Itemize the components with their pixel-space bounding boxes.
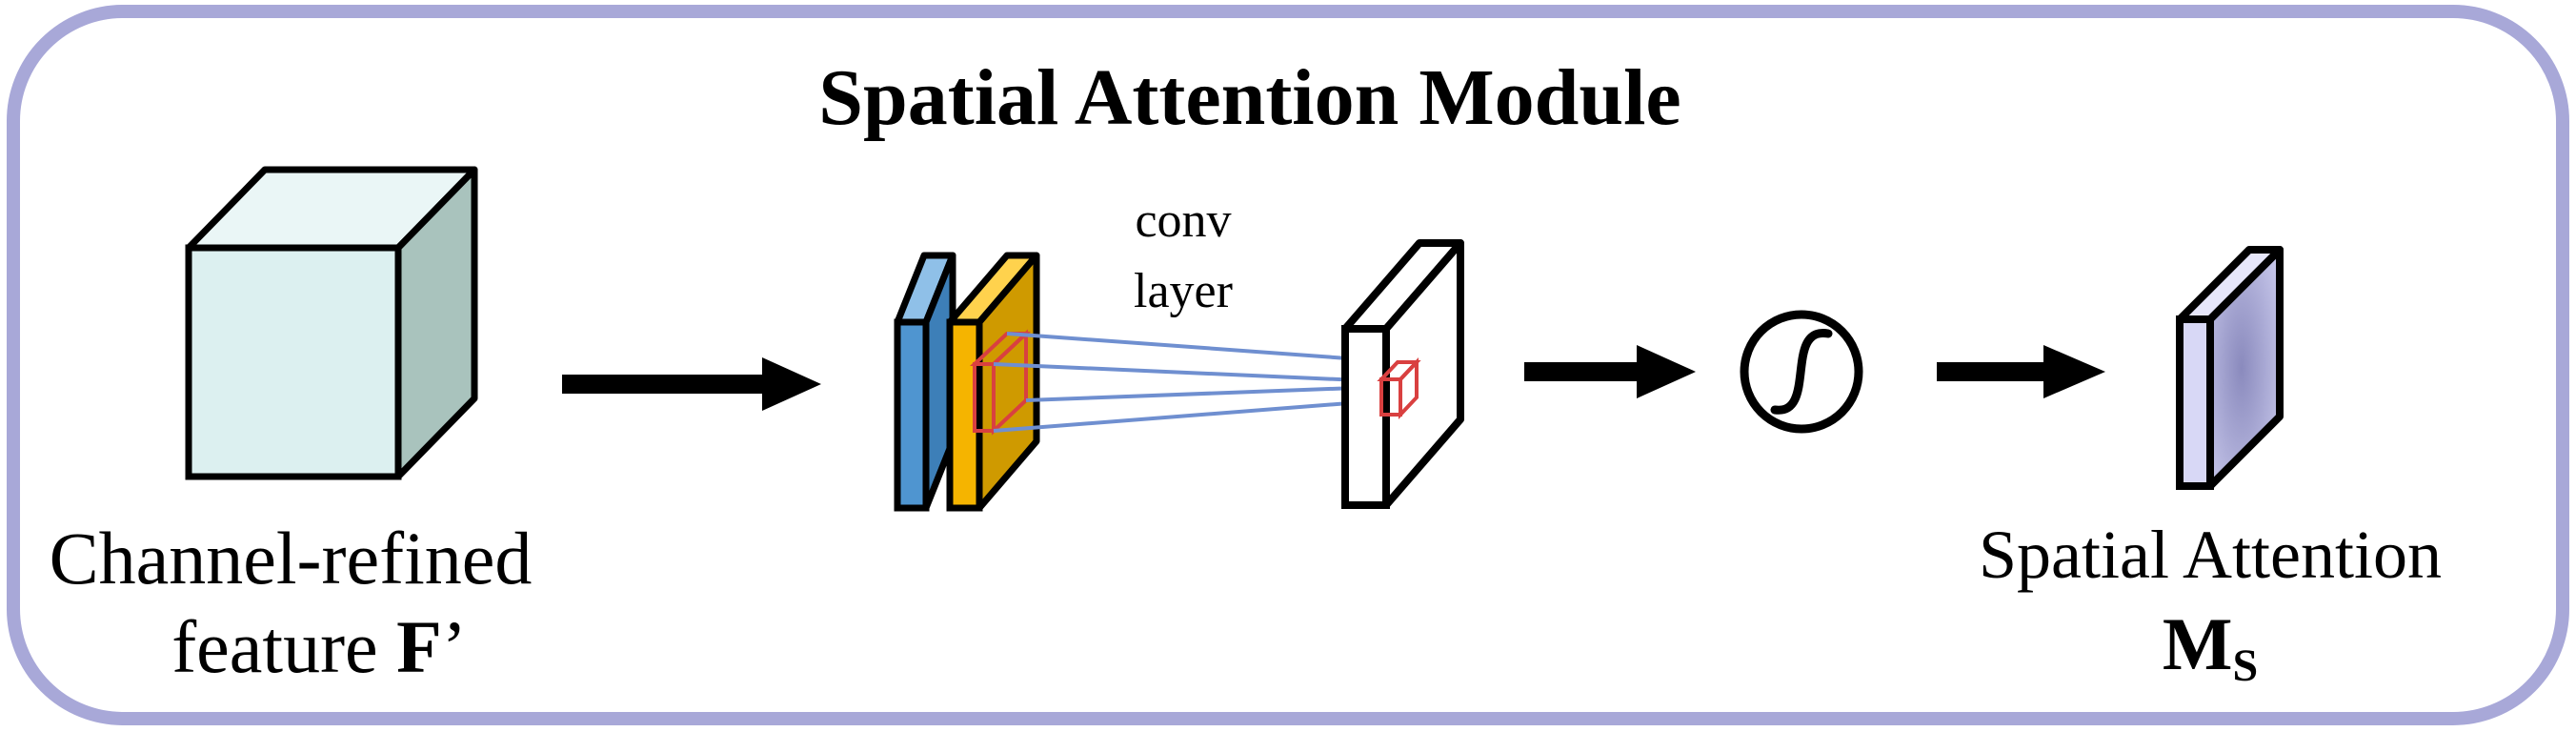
- arrow-to-pooling: [562, 357, 821, 411]
- output-label-line1: Spatial Attention: [1979, 517, 2442, 593]
- maxpool-map: [894, 252, 956, 512]
- conv-label-line1: conv: [1135, 193, 1231, 248]
- cube-front-face: [185, 244, 402, 480]
- avgpool-map: [946, 252, 1040, 512]
- conv-kernel-output: [1377, 356, 1421, 420]
- sigmoid-icon: [1740, 310, 1863, 434]
- input-label-line1: Channel-refined: [50, 517, 533, 600]
- output-label-line2: MS: [2163, 602, 2258, 691]
- module-frame: [7, 5, 2569, 725]
- arrow-to-output: [1937, 345, 2105, 398]
- input-feature-cube: [185, 166, 478, 480]
- input-label-line2: feature F’: [171, 605, 467, 688]
- arrow-to-sigmoid: [1524, 345, 1696, 398]
- conv-output-map: [1341, 239, 1464, 509]
- spatial-attention-map: [2176, 246, 2284, 490]
- module-title: Spatial Attention Module: [818, 53, 1680, 142]
- conv-label-line2: layer: [1134, 264, 1233, 318]
